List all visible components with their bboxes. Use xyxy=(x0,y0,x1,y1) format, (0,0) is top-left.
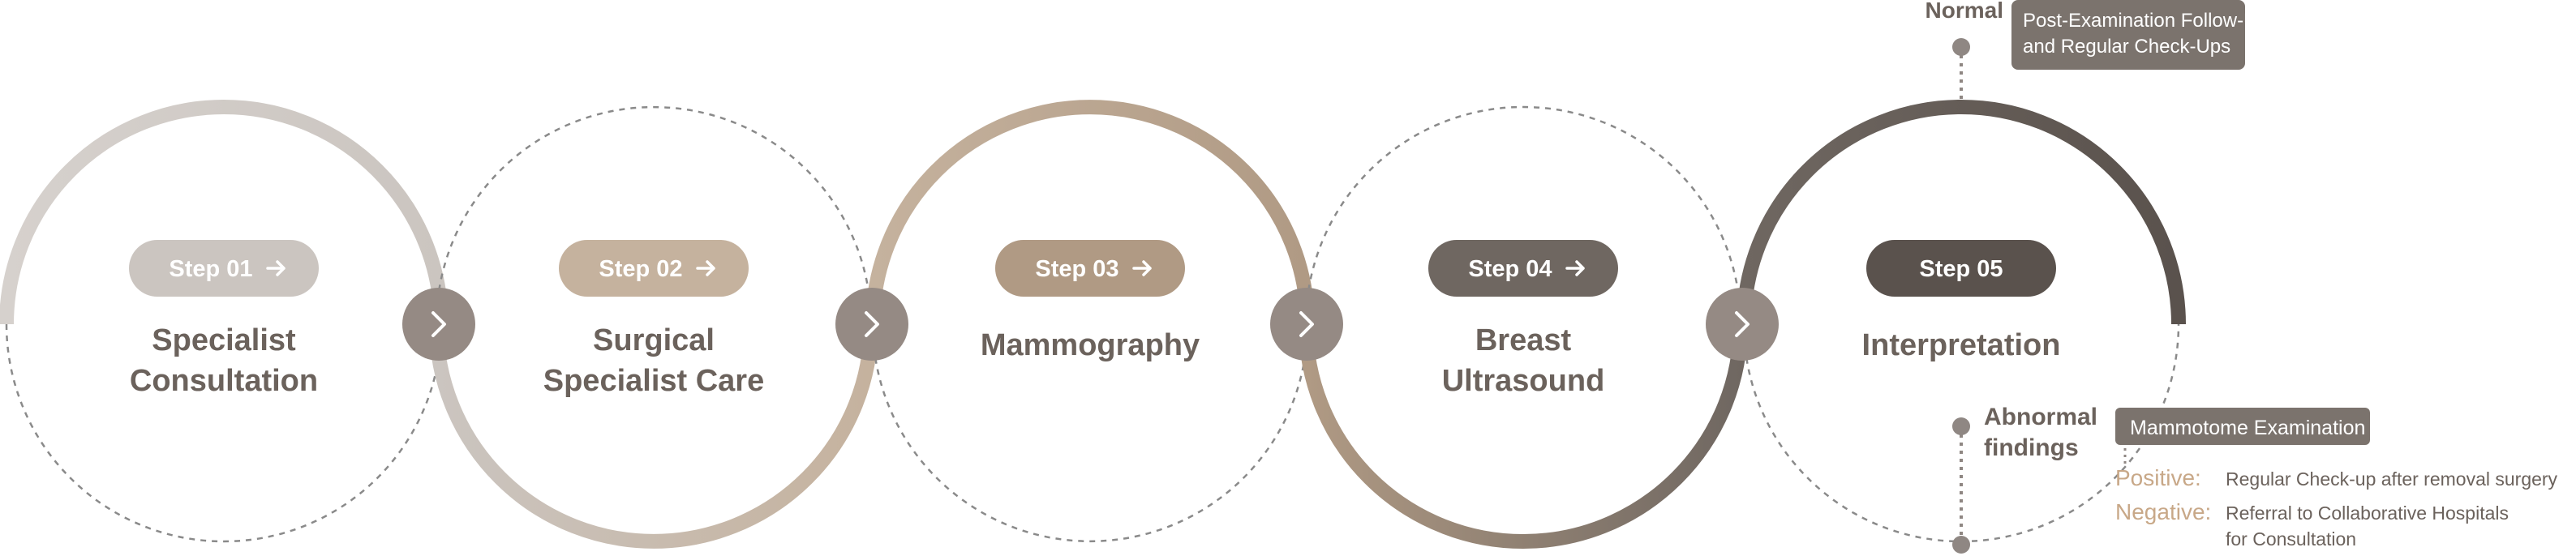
step-5-solid-arc xyxy=(1737,100,2186,325)
step-1-dashed-arc xyxy=(5,323,443,543)
normal-box-line-2: and Regular Check-Ups xyxy=(2023,36,2230,58)
abnormal-label-line-1: Abnormal xyxy=(1984,404,2097,430)
abnormal-dot-top xyxy=(1952,417,1970,435)
step-badge xyxy=(995,240,1185,297)
abnormal-outcome: Abnormal findings Mammotome Examination … xyxy=(1952,404,2558,554)
arrow-right-icon xyxy=(266,260,286,276)
step-badge-label: Step 02 xyxy=(599,256,682,282)
step-connectors xyxy=(402,288,1779,361)
step-badge-label: Step 01 xyxy=(169,256,252,282)
step-badge-label: Step 05 xyxy=(1919,256,2003,282)
chevron-right-icon xyxy=(1706,288,1779,361)
normal-box-line-1: Post-Examination Follow-Up xyxy=(2023,10,2269,32)
chevron-right-icon xyxy=(1270,288,1343,361)
step-title-line: Breast xyxy=(1475,323,1572,357)
step-4-solid-arc xyxy=(1299,323,1748,549)
mammotome-box-text: Mammotome Examination xyxy=(2130,417,2365,439)
normal-label: Normal xyxy=(1926,0,2003,23)
step-badge xyxy=(559,240,749,297)
step-2-solid-arc xyxy=(429,323,878,549)
step-3: Step 03 Mammography xyxy=(981,240,1200,362)
negative-line-1: Referral to Collaborative Hospitals xyxy=(2226,503,2509,524)
normal-dot xyxy=(1952,38,1970,56)
step-3-dashed-arc xyxy=(871,323,1309,543)
step-4-dashed-arc xyxy=(1304,105,1742,325)
mammotome-box xyxy=(2115,408,2370,445)
step-badge xyxy=(1428,240,1618,297)
arrow-right-icon xyxy=(1565,260,1585,276)
abnormal-label-line-2: findings xyxy=(1984,434,2079,461)
step-badge-label: Step 03 xyxy=(1035,256,1118,282)
step-title-line: Consultation xyxy=(130,364,318,398)
negative-label: Negative: xyxy=(2115,499,2211,524)
negative-line-2: for Consultation xyxy=(2226,528,2356,550)
step-rings xyxy=(0,100,2186,549)
step-title-line: Mammography xyxy=(981,328,1200,362)
positive-text: Regular Check-up after removal surgery xyxy=(2226,468,2558,490)
step-title-line: Ultrasound xyxy=(1442,364,1605,398)
step-3-solid-arc xyxy=(865,100,1315,325)
normal-box xyxy=(2011,0,2245,70)
step-badge xyxy=(129,240,319,297)
step-1-solid-arc xyxy=(0,100,449,325)
step-title-line: Specialist xyxy=(152,323,296,357)
step-title-line: Interpretation xyxy=(1862,328,2061,362)
step-title-line: Specialist Care xyxy=(543,364,764,398)
chevron-right-icon xyxy=(835,288,908,361)
arrow-right-icon xyxy=(1132,260,1152,276)
arrow-right-icon xyxy=(696,260,715,276)
step-title-line: Surgical xyxy=(593,323,715,357)
step-2-dashed-arc xyxy=(435,105,873,325)
positive-label: Positive: xyxy=(2115,465,2201,490)
chevron-right-icon xyxy=(402,288,475,361)
step-badge xyxy=(1866,240,2056,297)
step-5: Step 05 Interpretation xyxy=(1862,240,2061,362)
step-badge-label: Step 04 xyxy=(1468,256,1552,282)
abnormal-dot-bottom xyxy=(1952,536,1970,554)
normal-outcome: Normal Post-Examination Follow-Up and Re… xyxy=(1926,0,2269,101)
